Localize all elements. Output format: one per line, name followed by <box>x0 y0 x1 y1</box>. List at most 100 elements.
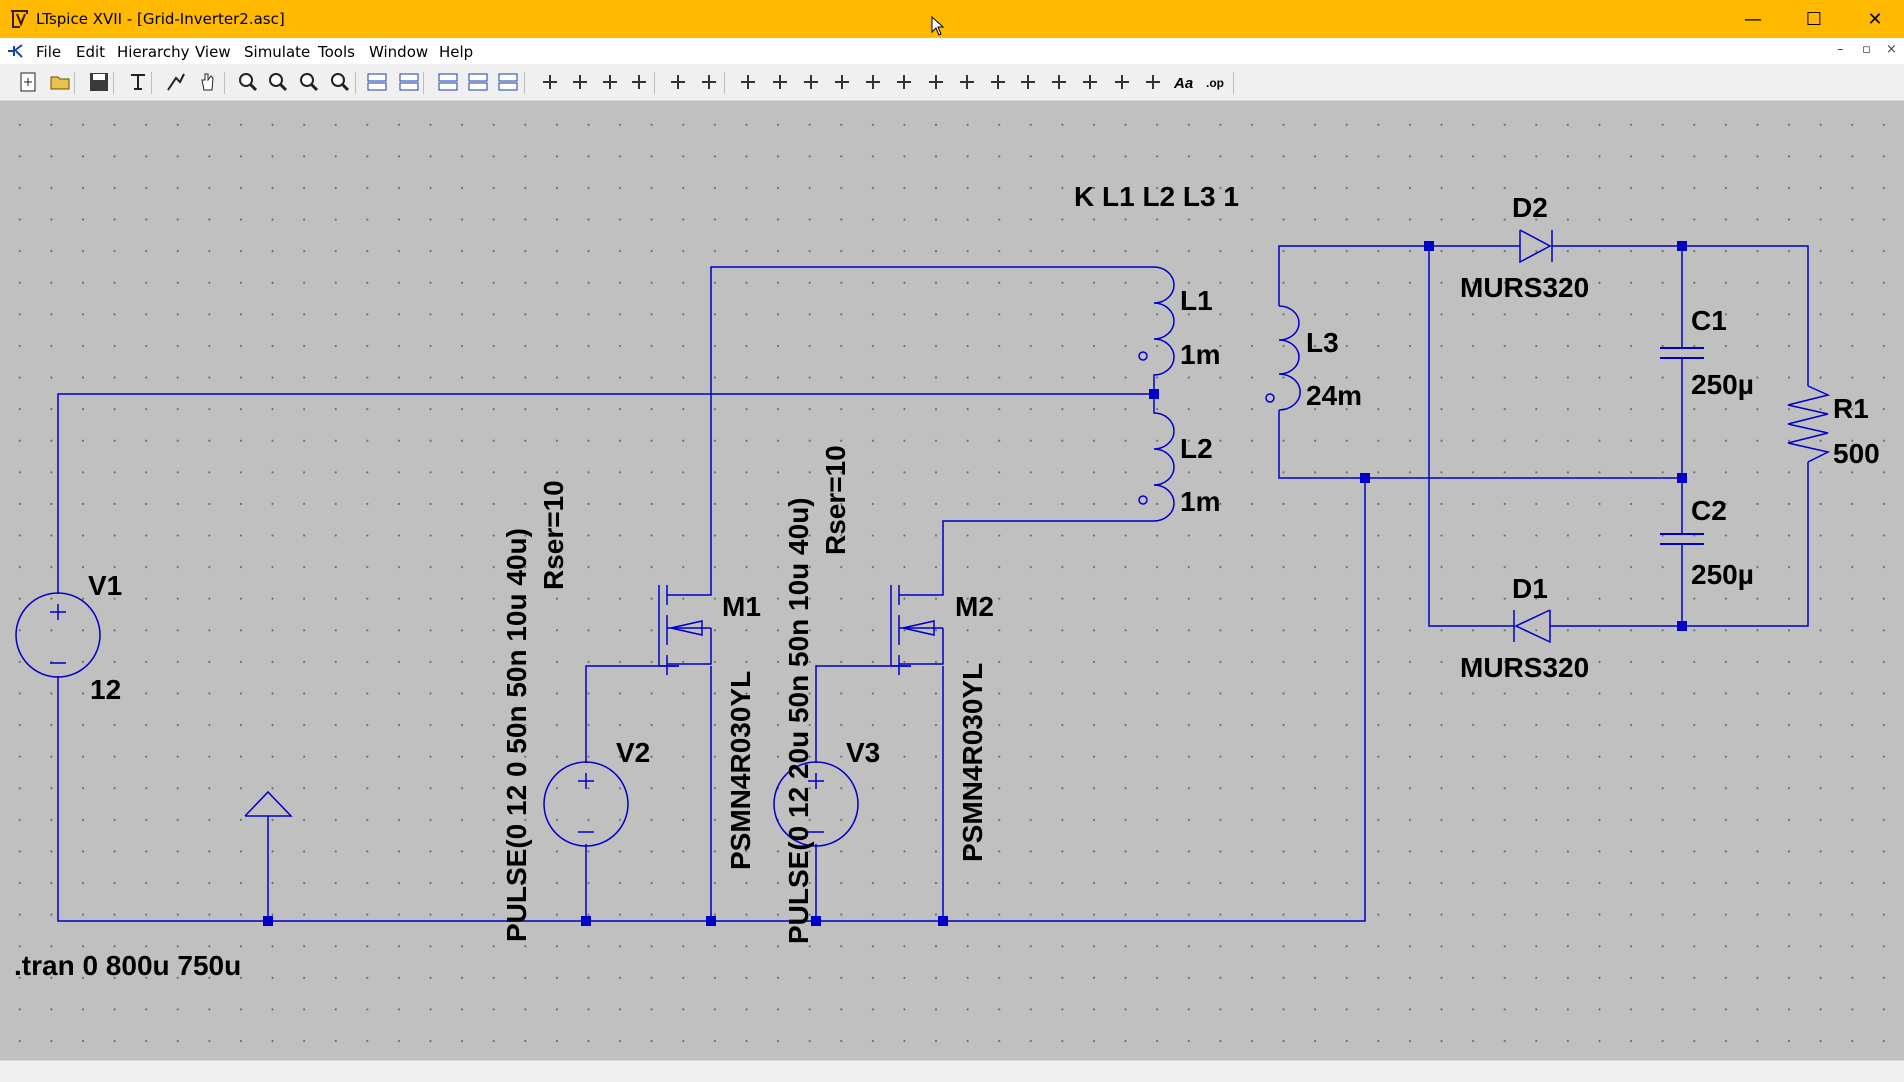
tile-vertical-icon[interactable] <box>466 70 490 94</box>
mdi-minimize-button[interactable]: – <box>1837 42 1844 57</box>
toolbar-separator <box>224 72 225 94</box>
cut-icon[interactable] <box>538 70 562 94</box>
v3-rser: Rser=10 <box>820 445 851 555</box>
ground-symbol[interactable] <box>244 790 293 817</box>
l3-name: L3 <box>1306 327 1339 358</box>
inductor-l2[interactable] <box>1138 394 1175 522</box>
tile-horizontal-icon[interactable] <box>436 70 460 94</box>
save-icon[interactable] <box>87 70 111 94</box>
zoom-area-icon[interactable] <box>266 70 290 94</box>
v2-value: PULSE(0 12 0 50n 50n 10u 40u) <box>501 528 532 942</box>
move-icon[interactable] <box>986 70 1010 94</box>
inductor-icon[interactable] <box>892 70 916 94</box>
toolbar-separator <box>1233 72 1234 94</box>
diode-icon[interactable] <box>924 70 948 94</box>
menu-help[interactable]: Help <box>439 43 474 61</box>
menu-edit[interactable]: Edit <box>76 43 106 61</box>
inductor-l1[interactable] <box>1138 266 1175 394</box>
component-icon[interactable] <box>955 70 979 94</box>
menu-window[interactable]: Window <box>369 43 429 61</box>
print-icon[interactable] <box>666 70 690 94</box>
pan-icon[interactable] <box>196 70 220 94</box>
menu-file[interactable]: File <box>36 43 62 61</box>
capacitor-icon[interactable] <box>861 70 885 94</box>
rotate-icon[interactable] <box>1110 70 1134 94</box>
mouse-cursor-icon <box>931 16 945 36</box>
close-button[interactable]: ✕ <box>1867 8 1883 30</box>
spice-directive-icon[interactable]: .op <box>1204 70 1228 94</box>
maximize-button[interactable]: ☐ <box>1805 8 1823 30</box>
toolbar-separator <box>524 72 525 94</box>
mdi-restore-button[interactable]: ▫ <box>1862 42 1871 57</box>
toolbar-separator <box>355 72 356 94</box>
document-schematic-icon[interactable] <box>6 42 24 60</box>
resistor-r1[interactable] <box>1787 385 1831 463</box>
schematic-canvas[interactable]: K L1 L2 L3 1 .tran 0 800u 750u V1 12 V2 … <box>2 101 1902 1060</box>
voltage-source-v3[interactable] <box>773 761 859 847</box>
waveform-dim-icon[interactable] <box>397 70 421 94</box>
drag-icon[interactable] <box>1016 70 1040 94</box>
l2-name: L2 <box>1180 433 1213 464</box>
toolbar-separator <box>151 72 152 94</box>
mdi-close-button[interactable]: × <box>1886 42 1897 57</box>
voltage-source-v1[interactable] <box>15 592 101 678</box>
text-icon[interactable]: Aa <box>1172 70 1196 94</box>
l1-value: 1m <box>1180 339 1220 370</box>
r1-value: 500 <box>1833 438 1880 469</box>
mosfet-m2[interactable] <box>890 562 944 675</box>
voltage-source-v2[interactable] <box>543 761 629 847</box>
svg-text:.op: .op <box>1206 76 1224 90</box>
mirror-icon[interactable] <box>1141 70 1165 94</box>
open-icon[interactable] <box>49 70 73 94</box>
menu-simulate[interactable]: Simulate <box>244 43 311 61</box>
cascade-icon[interactable] <box>496 70 520 94</box>
redo-icon[interactable] <box>1078 70 1102 94</box>
r1-name: R1 <box>1833 393 1869 424</box>
v2-name: V2 <box>616 737 650 768</box>
ground-icon[interactable] <box>768 70 792 94</box>
resistor-icon[interactable] <box>830 70 854 94</box>
paste-icon[interactable] <box>598 70 622 94</box>
toolbar-separator <box>724 72 725 94</box>
svg-text:Aa: Aa <box>1173 75 1193 92</box>
diode-d2[interactable] <box>1519 229 1553 264</box>
zoom-out-icon[interactable] <box>297 70 321 94</box>
new-schematic-icon[interactable] <box>17 70 41 94</box>
toolbar-separator <box>423 72 424 94</box>
zoom-fit-icon[interactable] <box>328 70 352 94</box>
menu-view[interactable]: View <box>195 43 231 61</box>
c1-value: 250µ <box>1691 369 1754 400</box>
l3-value: 24m <box>1306 380 1362 411</box>
ltspice-logo-icon <box>11 10 28 28</box>
find-icon[interactable] <box>627 70 651 94</box>
label-net-icon[interactable] <box>799 70 823 94</box>
tran-directive[interactable]: .tran 0 800u 750u <box>14 950 241 981</box>
waveform-icon[interactable] <box>365 70 389 94</box>
control-panel-icon[interactable] <box>126 70 150 94</box>
title-bar: LTspice XVII - [Grid-Inverter2.asc] — ☐ … <box>0 0 1904 38</box>
inductor-l3[interactable] <box>1265 305 1301 411</box>
d2-model: MURS320 <box>1460 272 1589 303</box>
copy-icon[interactable] <box>568 70 592 94</box>
menu-tools[interactable]: Tools <box>318 43 355 61</box>
c2-name: C2 <box>1691 495 1727 526</box>
capacitor-c2[interactable] <box>1660 533 1704 545</box>
print-setup-icon[interactable] <box>697 70 721 94</box>
zoom-in-icon[interactable] <box>236 70 260 94</box>
draw-wire-icon[interactable] <box>736 70 760 94</box>
capacitor-c1[interactable] <box>1660 347 1704 359</box>
menu-hierarchy[interactable]: Hierarchy <box>117 43 190 61</box>
coupling-directive[interactable]: K L1 L2 L3 1 <box>1074 181 1239 212</box>
run-icon[interactable] <box>164 70 188 94</box>
m2-model: PSMN4R030YL <box>957 663 988 862</box>
d1-model: MURS320 <box>1460 652 1589 683</box>
d1-name: D1 <box>1512 573 1548 604</box>
v3-name: V3 <box>846 737 880 768</box>
minimize-button[interactable]: — <box>1744 8 1762 30</box>
d2-name: D2 <box>1512 192 1548 223</box>
mosfet-m1[interactable] <box>658 562 712 675</box>
toolbar-separator <box>113 72 114 94</box>
diode-d1[interactable] <box>1513 609 1551 644</box>
schematic-drawing: K L1 L2 L3 1 .tran 0 800u 750u V1 12 V2 … <box>14 181 1880 981</box>
undo-icon[interactable] <box>1047 70 1071 94</box>
